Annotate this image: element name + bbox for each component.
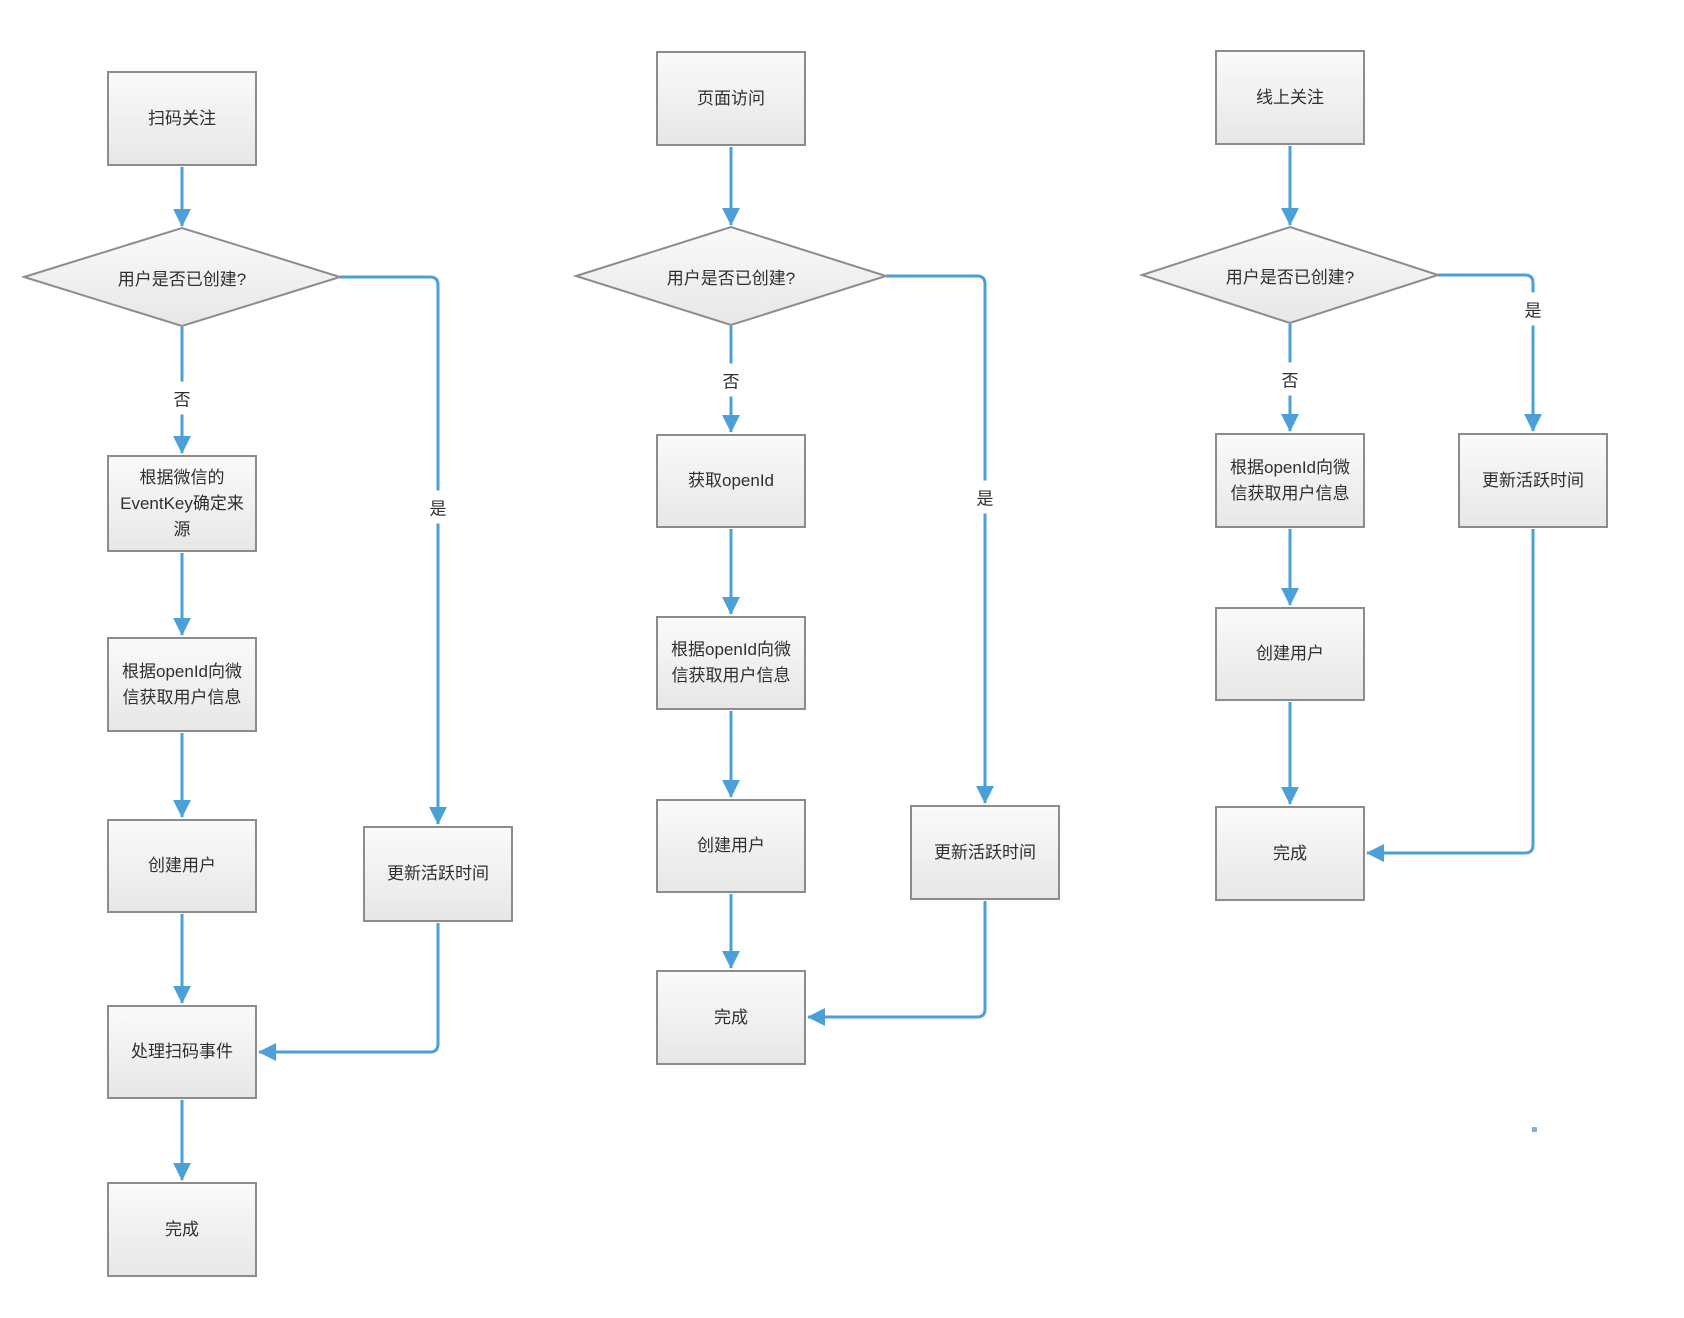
node-c1-eventkey-source: 根据微信的EventKey确定来源: [107, 455, 257, 552]
node-c1-scan-follow: 扫码关注: [107, 71, 257, 166]
decision-diamond-c3: [1138, 225, 1442, 325]
node-c3-update-active-time: 更新活跃时间: [1458, 433, 1608, 528]
edge-c2-update-to-done: [807, 901, 987, 1026]
edge-c1-yes-to-update: [340, 275, 447, 825]
decision-diamond-c1: [20, 226, 344, 328]
node-c1-create-user: 创建用户: [107, 819, 257, 913]
edge-label-c3-no: 否: [1278, 362, 1302, 396]
node-c3-create-user: 创建用户: [1215, 607, 1365, 701]
decision-diamond-c2: [572, 225, 890, 327]
node-c1-handle-scan-event: 处理扫码事件: [107, 1005, 257, 1099]
edge-label-c1-yes: 是: [426, 490, 450, 524]
node-c1-get-user-info: 根据openId向微信获取用户信息: [107, 637, 257, 732]
node-c3-user-created-decision: 用户是否已创建?: [1225, 267, 1355, 287]
node-c2-get-user-info: 根据openId向微信获取用户信息: [656, 616, 806, 710]
edge-c1-update-to-scanevent: [258, 923, 440, 1061]
node-c2-create-user: 创建用户: [656, 799, 806, 893]
edge-c2-yes-to-update: [886, 274, 994, 804]
node-c2-page-visit: 页面访问: [656, 51, 806, 146]
node-c1-done: 完成: [107, 1182, 257, 1277]
node-c3-online-follow: 线上关注: [1215, 50, 1365, 145]
node-c1-user-created-decision: 用户是否已创建?: [117, 269, 247, 289]
edge-label-c2-yes: 是: [973, 480, 997, 514]
node-c3-get-user-info: 根据openId向微信获取用户信息: [1215, 433, 1365, 528]
stray-dot: [1532, 1127, 1537, 1132]
node-c1-update-active-time: 更新活跃时间: [363, 826, 513, 922]
edge-c3-yes-to-update: [1438, 273, 1542, 432]
node-c2-update-active-time: 更新活跃时间: [910, 805, 1060, 900]
node-c2-done: 完成: [656, 970, 806, 1065]
node-c3-done: 完成: [1215, 806, 1365, 901]
edge-label-c2-no: 否: [719, 363, 743, 397]
edge-c3-update-to-done: [1366, 529, 1535, 862]
edge-label-c1-no: 否: [170, 381, 194, 415]
node-c2-get-openid: 获取openId: [656, 434, 806, 528]
edge-label-c3-yes: 是: [1521, 292, 1545, 326]
node-c2-user-created-decision: 用户是否已创建?: [666, 268, 796, 288]
